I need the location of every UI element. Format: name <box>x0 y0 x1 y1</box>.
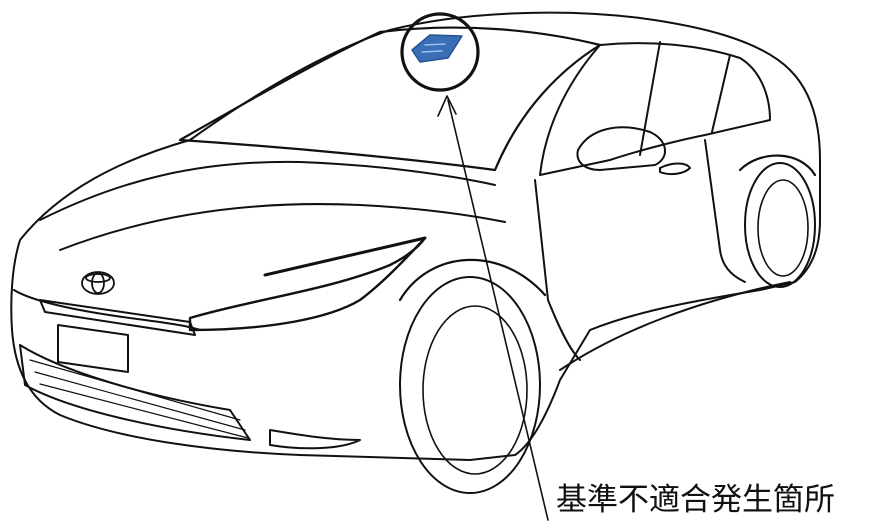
hood-line <box>39 160 496 221</box>
lower-grille-slats <box>29 359 249 439</box>
side-sill <box>559 281 791 371</box>
toyota-emblem-icon <box>81 271 115 295</box>
rear-door-line <box>704 139 746 283</box>
front-bumper <box>13 289 201 331</box>
sensor-detail <box>421 43 446 53</box>
lower-grille <box>19 344 251 441</box>
side-windows <box>539 42 771 176</box>
window-pillar <box>639 41 661 156</box>
rear-wheel <box>738 154 817 288</box>
rear-window-line <box>711 54 731 133</box>
drl-strip <box>263 236 427 277</box>
fog-light <box>269 429 361 450</box>
upper-grille <box>39 299 196 336</box>
side-mirror <box>576 126 666 171</box>
leader-arrowhead <box>437 95 457 117</box>
headlight <box>188 236 427 332</box>
front-door-line <box>534 179 581 361</box>
license-plate <box>57 324 129 373</box>
front-wheel <box>398 258 547 494</box>
leader-line <box>447 99 549 521</box>
hood-crease <box>59 203 506 251</box>
door-handle <box>659 162 691 176</box>
windshield <box>178 26 602 172</box>
sensor-highlight <box>411 34 463 63</box>
callout-label: 基準不適合発生箇所 <box>556 482 835 518</box>
highlight-circle <box>400 12 480 92</box>
car-body-outline <box>10 11 821 461</box>
